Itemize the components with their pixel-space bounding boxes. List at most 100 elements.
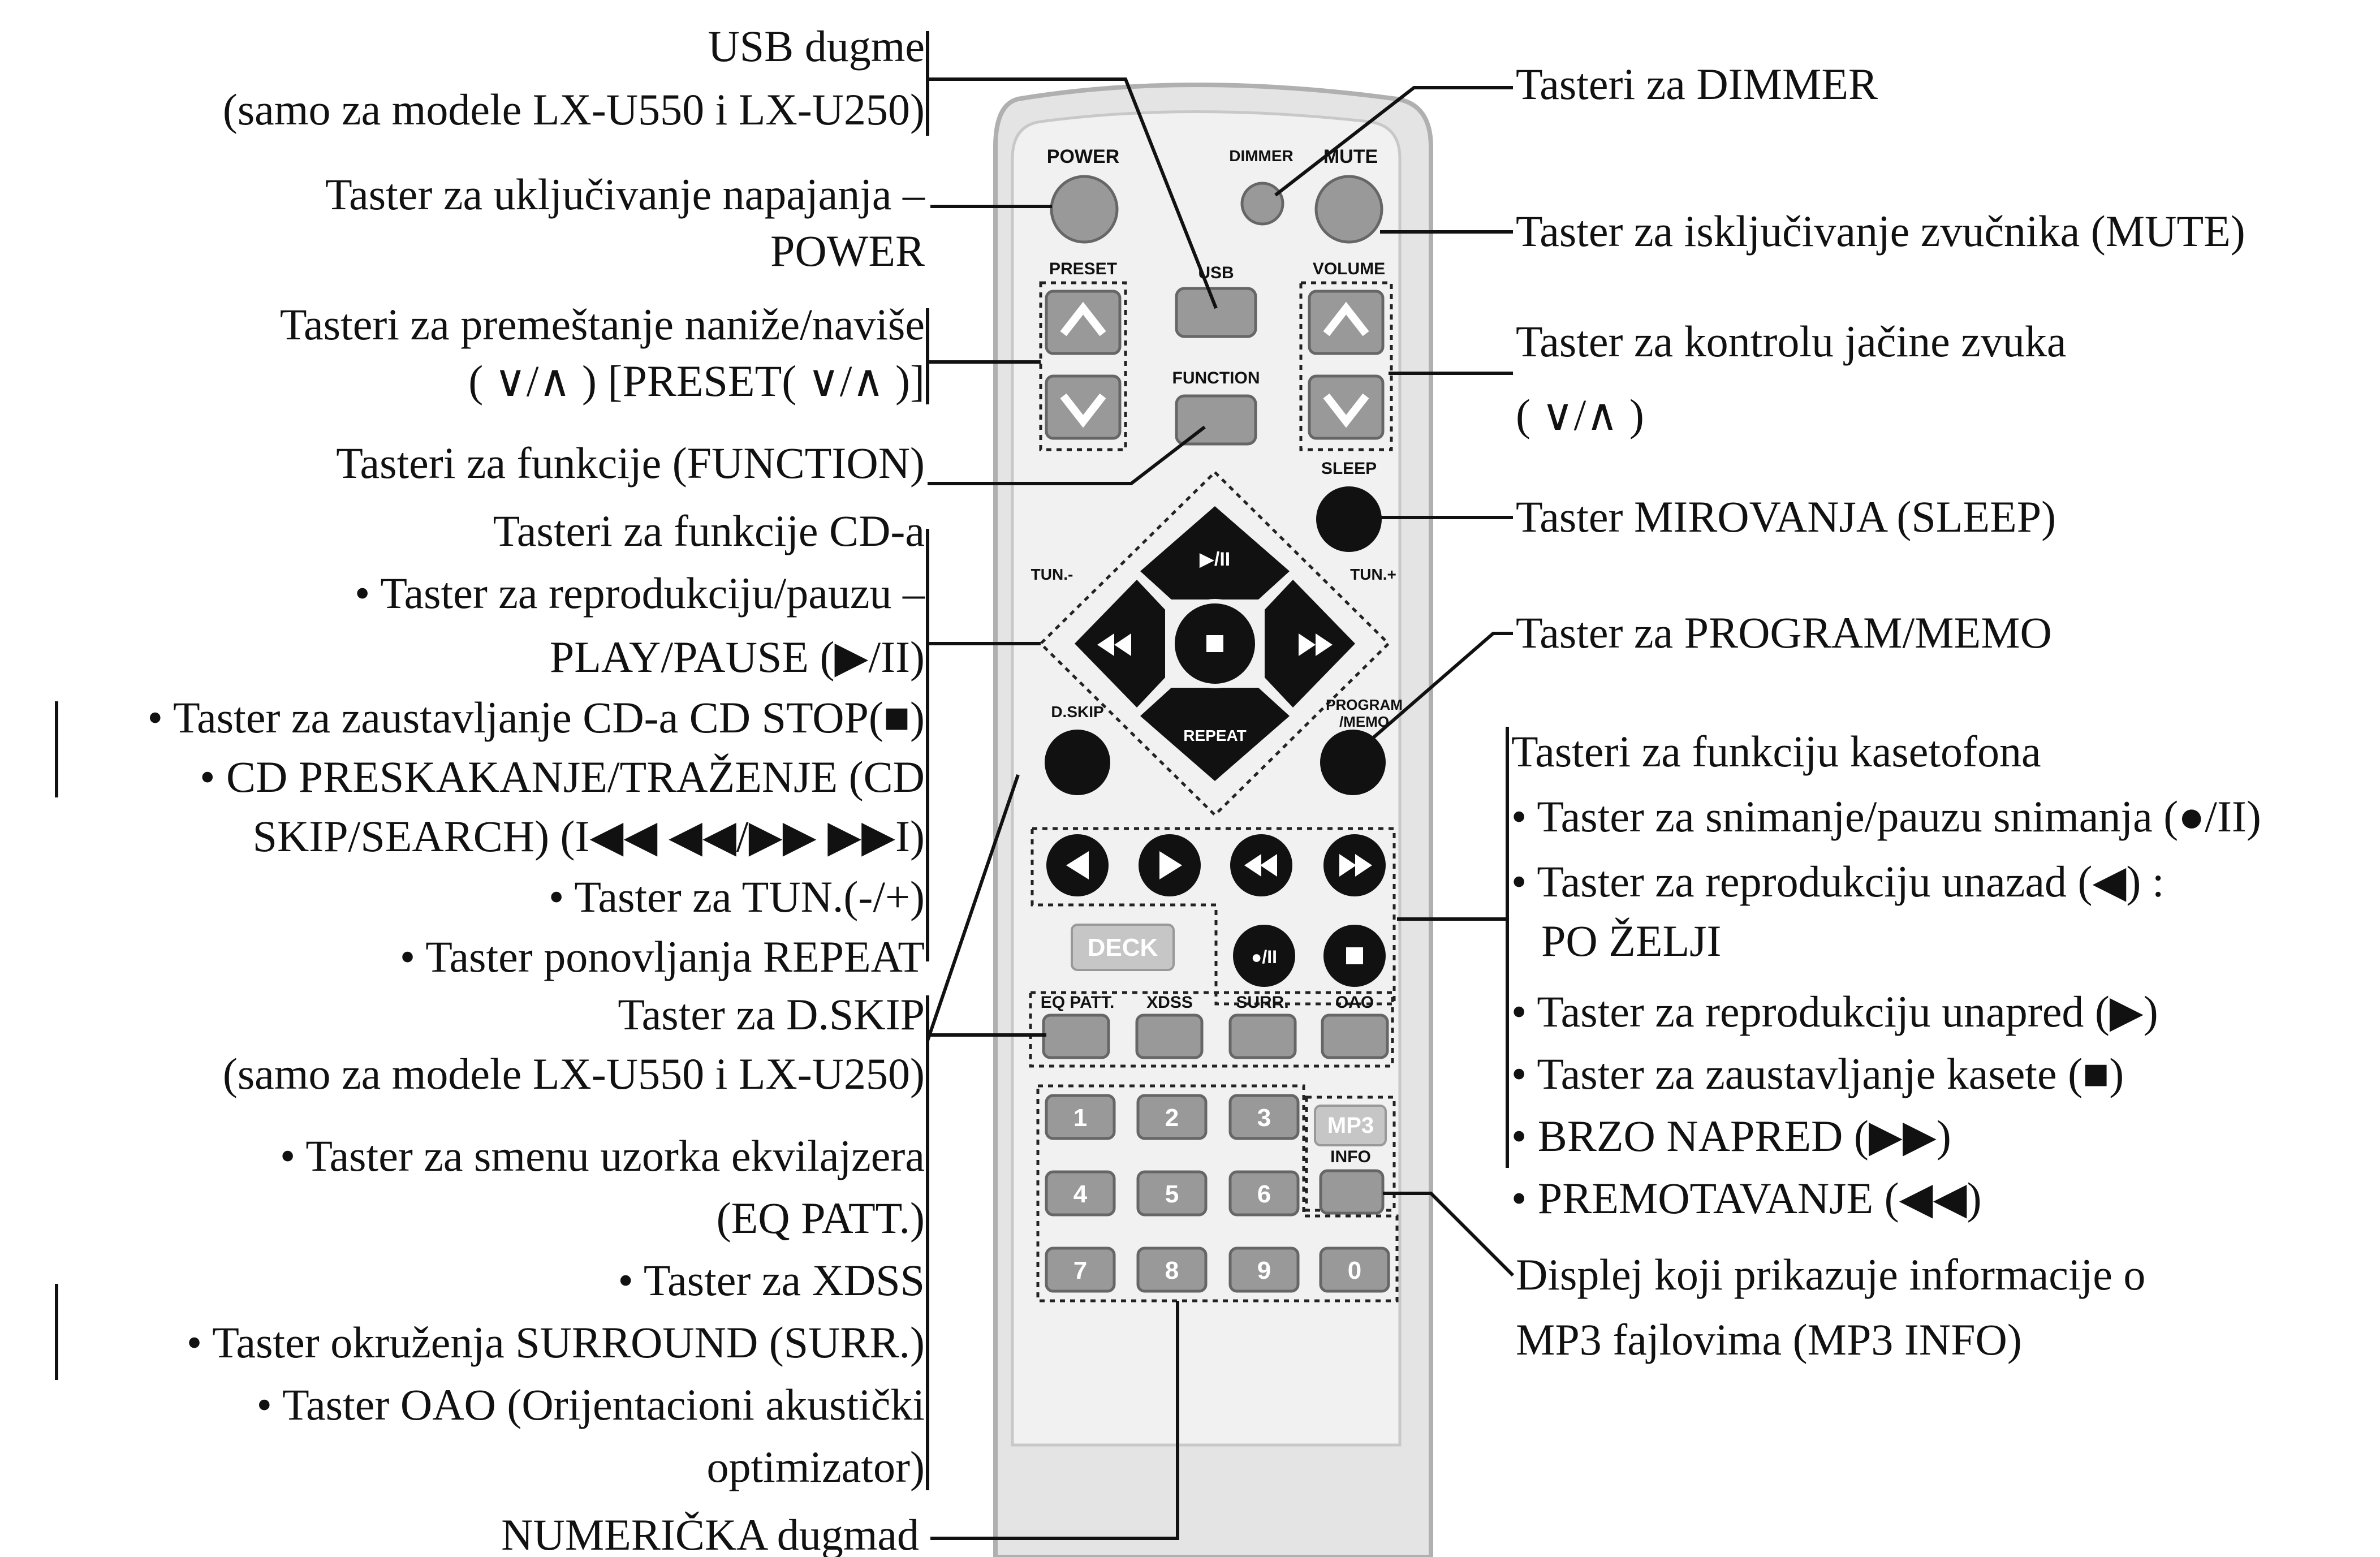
- mp3-info-leader: [1383, 1192, 1515, 1277]
- number-9-label: 9: [1257, 1257, 1271, 1284]
- volume-caption: Taster za kontrolu jačine zvuka: [1516, 317, 2066, 366]
- deck-caption-8: • PREMOTAVANJE (◀◀): [1511, 1174, 1982, 1223]
- number-6-button[interactable]: [1228, 1170, 1300, 1217]
- preset-up-icon: [1060, 301, 1106, 337]
- mute-button[interactable]: [1314, 175, 1383, 244]
- volume-down-icon: [1323, 393, 1369, 428]
- info-label: INFO: [1330, 1148, 1371, 1166]
- dimmer-button[interactable]: [1240, 182, 1284, 226]
- cd-stop-icon: [1206, 635, 1223, 652]
- number-8-button[interactable]: [1136, 1247, 1208, 1293]
- eq-caption-3: • Taster za XDSS: [618, 1256, 925, 1305]
- number-8-label: 8: [1165, 1257, 1179, 1284]
- leader-lines: [55, 31, 1515, 1540]
- eq-caption-1: • Taster za smenu uzorka ekvilajzera: [280, 1131, 925, 1180]
- number-2-label: 2: [1165, 1104, 1179, 1132]
- cd-skip-back-icon: [1097, 633, 1131, 656]
- deck-play-icon: [1159, 851, 1182, 879]
- right-labels: Tasteri za DIMMER Taster za isključivanj…: [1511, 59, 2261, 1364]
- eq-caption-4: • Taster okruženja SURROUND (SURR.): [187, 1318, 925, 1367]
- number-3-label: 3: [1257, 1104, 1271, 1132]
- cd-skip-forward-icon: [1299, 633, 1333, 656]
- sleep-label: SLEEP: [1321, 459, 1377, 478]
- preset-down-button[interactable]: [1045, 374, 1122, 440]
- eq-caption-5: • Taster OAO (Orijentacioni akustički: [257, 1380, 925, 1429]
- deck-text: DECK: [1088, 934, 1158, 961]
- function-label: FUNCTION: [1172, 369, 1260, 387]
- preset-up-button[interactable]: [1045, 290, 1122, 355]
- cd-caption-5: • CD PRESKAKANJE/TRAŽENJE (CD: [200, 752, 925, 801]
- number-5-button[interactable]: [1136, 1170, 1208, 1217]
- surr-button[interactable]: [1228, 1013, 1297, 1059]
- deck-caption-1: Tasteri za funkciju kasetofona: [1511, 727, 2041, 776]
- number-1-button[interactable]: [1045, 1094, 1116, 1140]
- deck-reverse-icon: [1066, 851, 1089, 879]
- mp3-caption-2: MP3 fajlovima (MP3 INFO): [1516, 1315, 2022, 1364]
- xdss-button[interactable]: [1135, 1013, 1204, 1059]
- preset-down-icon: [1060, 393, 1106, 428]
- usb-button[interactable]: [1175, 287, 1257, 338]
- cd-caption-6: SKIP/SEARCH) (I◀◀ ◀◀/▶▶ ▶▶I): [253, 812, 925, 861]
- mute-label: MUTE: [1323, 146, 1378, 167]
- deck-rec-pause-button[interactable]: [1233, 925, 1295, 987]
- preset-caption: Tasteri za premeštanje naniže/naviše: [280, 300, 925, 349]
- eq-caption-6: optimizator): [706, 1442, 925, 1491]
- number-9-button[interactable]: [1228, 1247, 1300, 1293]
- cd-play-pause-button[interactable]: [1140, 506, 1290, 599]
- cd-caption-7: • Taster za TUN.(-/+): [549, 872, 925, 921]
- repeat-button[interactable]: [1140, 688, 1290, 781]
- number-3-button[interactable]: [1228, 1094, 1300, 1140]
- dimmer-leader: [1274, 86, 1513, 197]
- mute-caption: Taster za isključivanje zvučnika (MUTE): [1516, 206, 2245, 256]
- cd-caption-2: • Taster za reprodukciju/pauzu –: [355, 568, 925, 618]
- deck-caption-4: PO ŽELJI: [1541, 916, 1721, 965]
- program-caption: Taster za PROGRAM/MEMO: [1516, 608, 2052, 657]
- info-button[interactable]: [1319, 1169, 1385, 1215]
- eq-patt-label: EQ PATT.: [1041, 993, 1115, 1012]
- power-label: POWER: [1047, 146, 1119, 167]
- left-labels: USB dugme (samo za modele LX-U550 i LX-U…: [148, 21, 925, 1557]
- volume-down-button[interactable]: [1308, 374, 1385, 440]
- usb-caption: USB dugme: [708, 21, 925, 71]
- number-2-button[interactable]: [1136, 1094, 1208, 1140]
- deck-caption-2: • Taster za snimanje/pauzu snimanja (●/I…: [1511, 792, 2261, 841]
- deck-badge: [1071, 924, 1175, 971]
- preset-label: PRESET: [1049, 260, 1117, 278]
- number-0-label: 0: [1348, 1257, 1361, 1284]
- oao-button[interactable]: [1321, 1013, 1389, 1059]
- volume-up-button[interactable]: [1308, 290, 1385, 355]
- deck-caption-6: • Taster za zaustavljanje kasete (■): [1511, 1049, 2124, 1098]
- usb-caption-note: (samo za modele LX-U550 i LX-U250): [223, 85, 925, 134]
- tun-minus-label: TUN.-: [1031, 566, 1073, 583]
- dskip-caption: Taster za D.SKIP: [618, 990, 925, 1039]
- cd-play-pause-text: ▶/II: [1200, 549, 1231, 570]
- repeat-text: REPEAT: [1183, 727, 1247, 744]
- volume-up-icon: [1323, 301, 1369, 337]
- number-4-label: 4: [1073, 1180, 1088, 1208]
- preset-caption-2: ( ∨/∧ ) [PRESET( ∨/∧ )]: [468, 356, 925, 406]
- cd-caption-4: • Taster za zaustavljanje CD-a CD STOP(■…: [148, 693, 925, 742]
- deck-stop-icon: [1346, 947, 1363, 964]
- cd-caption-3: PLAY/PAUSE (▶/II): [550, 632, 925, 682]
- deck-caption-3: • Taster za reprodukciju unazad (◀) :: [1511, 857, 2165, 906]
- power-button[interactable]: [1050, 175, 1119, 244]
- volume-label: VOLUME: [1313, 260, 1385, 278]
- eq-patt-button[interactable]: [1042, 1013, 1110, 1059]
- number-4-button[interactable]: [1045, 1170, 1116, 1217]
- number-0-button[interactable]: [1319, 1247, 1390, 1293]
- dskip-button[interactable]: [1045, 730, 1110, 795]
- sleep-button[interactable]: [1316, 486, 1382, 552]
- program-label-2: /MEMO: [1339, 713, 1389, 730]
- mp3-badge: [1314, 1105, 1387, 1146]
- function-leader: [928, 425, 1206, 485]
- number-7-button[interactable]: [1045, 1247, 1116, 1293]
- volume-caption-2: ( ∨/∧ ): [1516, 390, 1644, 439]
- xdss-label: XDSS: [1146, 993, 1193, 1012]
- function-button[interactable]: [1175, 394, 1257, 446]
- program-label-1: PROGRAM: [1326, 696, 1403, 713]
- tun-plus-label: TUN.+: [1350, 566, 1396, 583]
- program-memo-button[interactable]: [1320, 730, 1386, 795]
- numeric-leader: [930, 1301, 1179, 1540]
